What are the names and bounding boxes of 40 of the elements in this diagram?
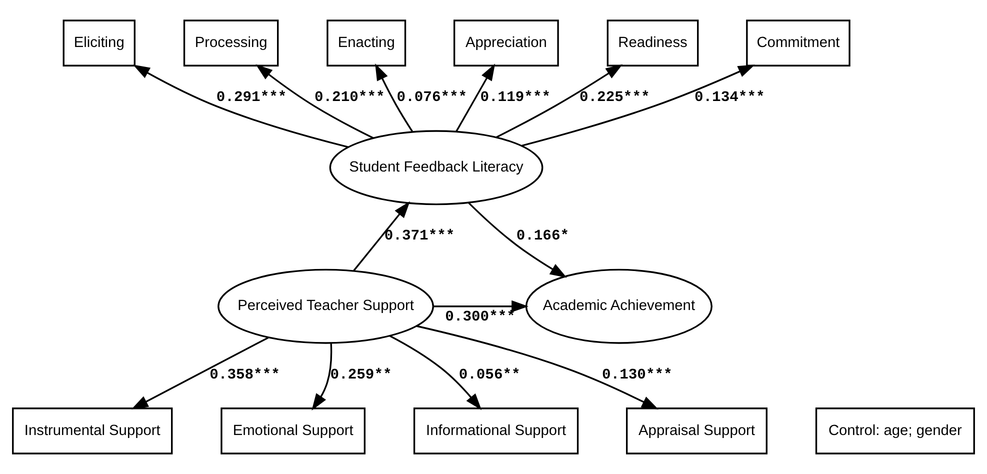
node-box: Instrumental Support — [12, 408, 173, 454]
node-box: Eliciting — [62, 20, 136, 66]
node-box: Readiness — [606, 20, 699, 66]
edge-label: 0.056** — [458, 367, 520, 384]
edge-label: 0.291*** — [216, 90, 287, 106]
edge-label: 0.225*** — [579, 90, 650, 106]
edge-label: 0.076*** — [396, 90, 468, 106]
arrow — [389, 335, 482, 410]
arrow — [416, 325, 659, 410]
arrow — [433, 300, 528, 312]
arrow — [256, 64, 374, 139]
edge-label: 0.371*** — [384, 228, 455, 245]
arrow — [375, 63, 414, 132]
node-box: Enacting — [326, 20, 406, 66]
edge-label: 0.210*** — [314, 90, 385, 106]
arrow — [353, 201, 410, 272]
edge-label: 0.358*** — [210, 367, 280, 384]
edge-label: 0.130*** — [602, 367, 672, 384]
arrow — [456, 64, 496, 132]
arrow — [312, 343, 332, 410]
node-box: Control: age; gender — [815, 408, 975, 454]
edge-label: 0.119*** — [480, 90, 551, 106]
node-box: Appraisal Support — [626, 408, 768, 454]
arrow — [132, 64, 348, 148]
node-ellipse: Student Feedback Literacy — [329, 130, 544, 206]
node-box: Appreciation — [453, 20, 559, 66]
arrow — [522, 64, 756, 146]
arrow — [131, 336, 269, 410]
node-box: Emotional Support — [220, 408, 366, 454]
node-box: Processing — [183, 20, 279, 66]
node-ellipse: Academic Achievement — [525, 268, 712, 344]
arrow — [468, 202, 567, 278]
edge-label: 0.300*** — [445, 309, 516, 326]
arrow — [496, 64, 623, 138]
node-box: Informational Support — [413, 408, 579, 454]
edge-label: 0.166* — [516, 228, 570, 245]
node-box: Commitment — [746, 20, 850, 66]
edge-label: 0.134*** — [694, 90, 765, 106]
edge-label: 0.259** — [330, 367, 392, 384]
node-ellipse: Perceived Teacher Support — [218, 268, 434, 344]
